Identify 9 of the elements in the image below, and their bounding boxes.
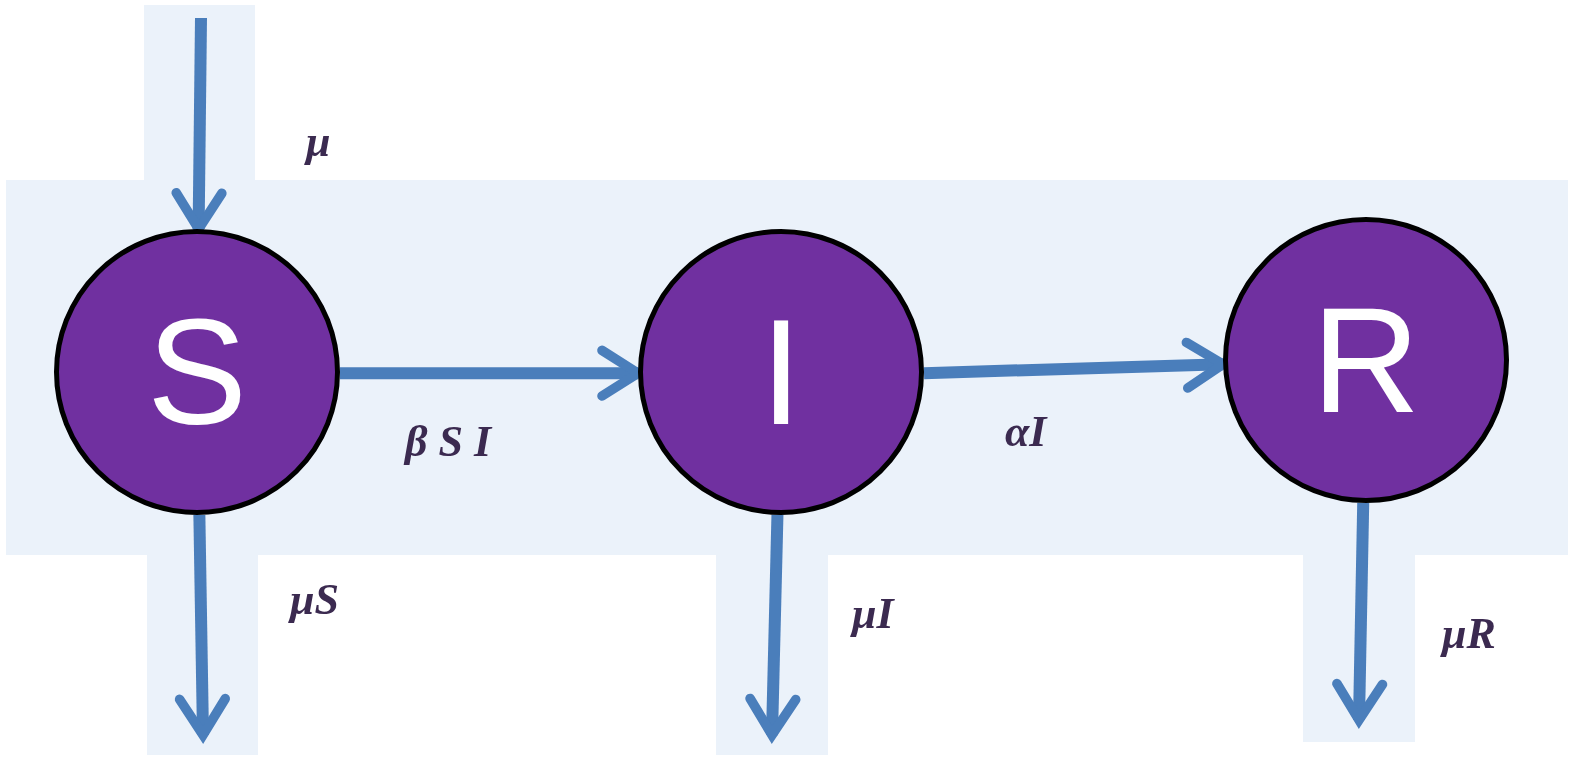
edge-label: αI: [1005, 410, 1047, 454]
edge-label: μS: [290, 578, 339, 622]
edge-label: μ: [306, 120, 331, 164]
node-label: S: [146, 297, 248, 447]
node-label: I: [760, 297, 802, 447]
node-label: R: [1311, 285, 1421, 435]
edge-label: μI: [852, 592, 894, 636]
edge-label: β S I: [405, 420, 492, 464]
edge-label: μR: [1442, 612, 1496, 656]
